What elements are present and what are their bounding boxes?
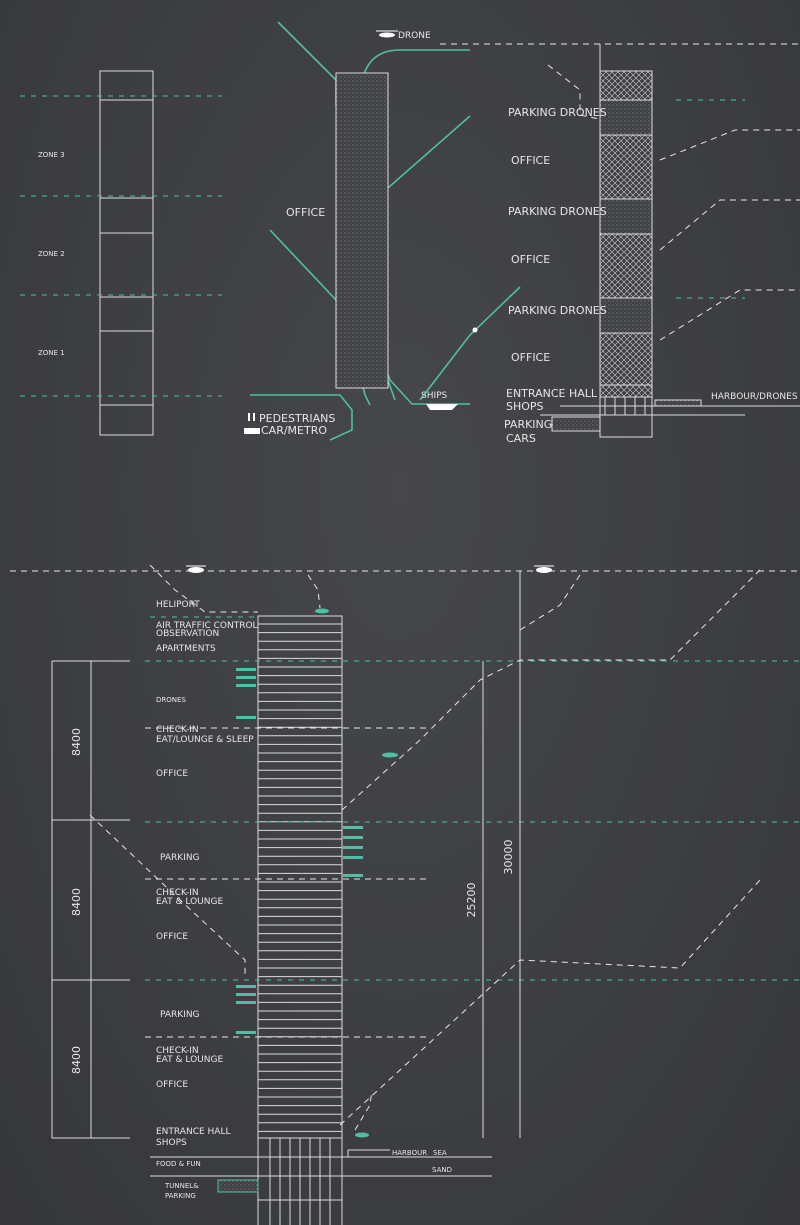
helipad-drone-icon [315,608,329,614]
section-label: EAT/LOUNGE & SLEEP [156,735,254,745]
top-right-section: PARKING DRONES OFFICE PARKING DRONES OFF… [504,44,800,445]
drone-stack-2 [343,826,363,877]
section-label: APARTMENTS [156,644,216,654]
section-label: PARKING [165,1192,196,1200]
flow-diagram: DRONE OFFICE SHIPS PEDESTRIANS CAR/METRO [244,21,521,441]
section-label: PARKING [160,853,200,863]
dim-8400-top: 8400 [70,728,83,756]
pedestrians-label: PEDESTRIANS [259,412,335,425]
level-office-3: OFFICE [511,351,550,364]
tower-floors [258,623,342,1132]
section-label: OFFICE [156,769,188,779]
drone-icon [355,1132,369,1138]
helicopter-icon [534,565,554,573]
dim-30000: 30000 [502,840,515,875]
parking-label: PARKING [504,418,552,431]
level-office-1: OFFICE [511,154,550,167]
section-label: SHOPS [156,1138,187,1148]
zone-2-label: ZONE 2 [38,250,65,258]
level-parking-drones-1: PARKING DRONES [508,106,607,119]
section-label: TUNNEL& [164,1182,199,1190]
drone-icon [382,752,398,758]
sand-label: SAND [432,1166,452,1174]
section-label: EAT & LOUNGE [156,897,223,907]
main-section: 8400 8400 8400 25200 30000 HELIPORT AIR T… [10,564,800,1225]
harbour-drones-label: HARBOUR/DRONES [711,392,798,402]
section-label: EAT & LOUNGE [156,1055,223,1065]
section-label: CHECK-IN [156,1046,199,1056]
section-label: CHECK-IN [156,725,199,735]
level-parking-drones-3: PARKING DRONES [508,304,607,317]
dim-25200: 25200 [465,883,478,918]
section-label: DRONES [156,696,186,704]
section-label: HELIPORT [156,600,200,610]
car-metro-label: CAR/METRO [261,424,327,437]
zone-3-label: ZONE 3 [38,151,65,159]
car-metro-icon [244,428,260,434]
dim-8400-bottom: 8400 [70,1046,83,1074]
helicopter-icon [186,565,206,573]
entrance-hall-label: ENTRANCE HALL [506,387,598,400]
section-label: FOOD & FUN [156,1160,201,1168]
section-label: CHECK-IN [156,888,199,898]
section-label: OFFICE [156,1080,188,1090]
ship-icon [426,404,458,410]
pedestrian-icon [248,413,255,421]
sea-label: SEA [433,1149,447,1157]
section-label: OBSERVATION [156,629,219,639]
zone-diagram: ZONE 3 ZONE 2 ZONE 1 [20,70,222,436]
drone-stack-3 [236,985,256,1034]
dimension-lines [51,571,521,1139]
section-label: PARKING [160,1010,200,1020]
office-label: OFFICE [286,206,325,219]
section-label: AIR TRAFFIC CONTROL [156,621,258,631]
zone-1-label: ZONE 1 [38,349,65,357]
shops-label: SHOPS [506,400,544,413]
dim-8400-mid: 8400 [70,888,83,916]
drone-icon [376,30,398,38]
section-label: OFFICE [156,932,188,942]
ships-label: SHIPS [421,391,448,401]
drone-label: DRONE [398,31,431,41]
harbour-label: HARBOUR [392,1149,427,1157]
drone-stack-1 [236,668,256,719]
level-office-2: OFFICE [511,253,550,266]
level-parking-drones-2: PARKING DRONES [508,205,607,218]
section-label: ENTRANCE HALL [156,1127,230,1137]
cars-label: CARS [506,432,536,445]
